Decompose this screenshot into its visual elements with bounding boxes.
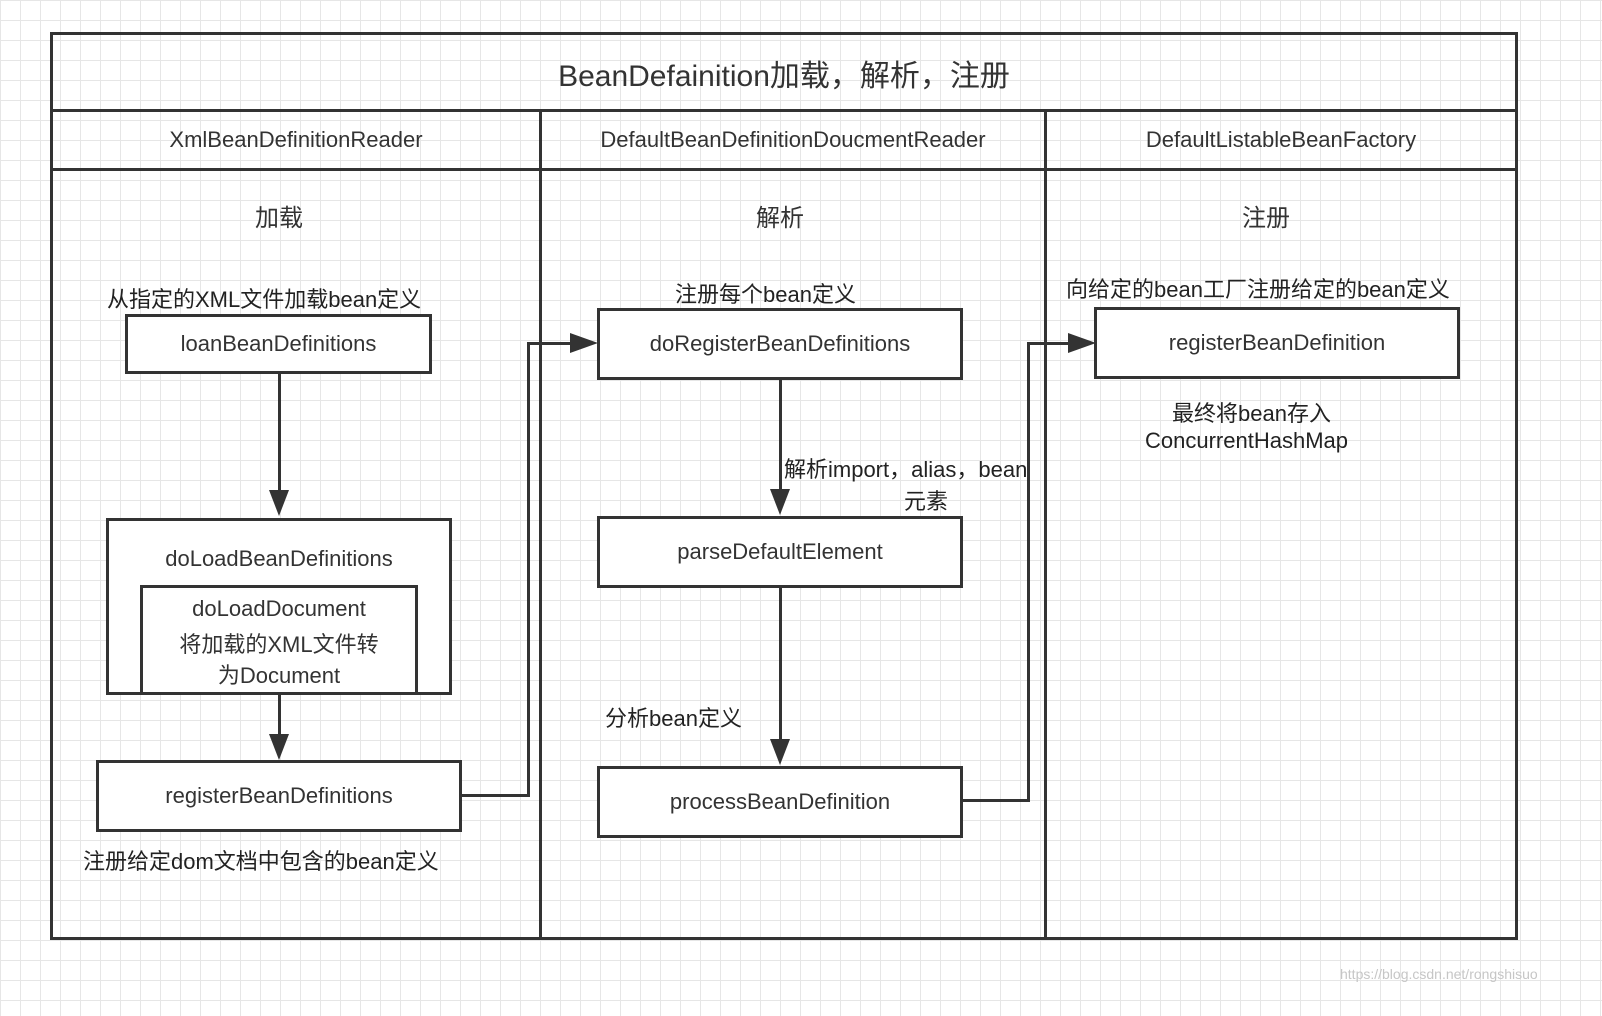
connector-c1-c2-bottom <box>462 794 530 797</box>
box-do-load-document-line-2: 将加载的XML文件转 <box>179 632 379 657</box>
column-divider-2 <box>1044 111 1047 939</box>
title-divider <box>50 109 1518 112</box>
box-register-bean-definition: registerBeanDefinition <box>1094 307 1460 379</box>
arrow-head-c1-c2 <box>570 333 598 353</box>
column-header-document-reader: DefaultBeanDefinitionDoucmentReader <box>600 127 986 152</box>
column-header-bean-factory: DefaultListableBeanFactory <box>1145 127 1417 152</box>
note-register-dom: 注册给定dom文档中包含的bean定义 <box>83 849 439 874</box>
lane-label-parse: 解析 <box>756 205 804 232</box>
box-do-load-document <box>140 585 418 695</box>
arrow-head-c2-c3 <box>1068 333 1096 353</box>
connector-c2-1 <box>779 380 782 490</box>
box-loan-bean-definitions: loanBeanDefinitions <box>125 314 432 374</box>
box-do-load-bean-definitions-title: doLoadBeanDefinitions <box>165 546 393 571</box>
header-divider <box>50 168 1518 171</box>
diagram-frame <box>50 32 1518 940</box>
lane-label-load: 加载 <box>255 205 303 232</box>
diagram-title: BeanDefainition加载，解析，注册 <box>558 60 1010 93</box>
box-do-load-document-line-1: doLoadDocument <box>192 596 366 621</box>
box-do-load-document-line-3: 为Document <box>217 663 341 688</box>
note-register-to-factory: 向给定的bean工厂注册给定的bean定义 <box>1066 277 1450 302</box>
note-register-each-bean: 注册每个bean定义 <box>675 282 856 307</box>
arrow-head-c2-1 <box>770 489 790 515</box>
note-parse-elements-line-2: 元素 <box>904 489 949 514</box>
arrow-head-c2-2 <box>770 739 790 765</box>
connector-c1-2 <box>278 695 281 735</box>
connector-c2-c3-vertical <box>1027 342 1030 802</box>
box-process-bean-definition: processBeanDefinition <box>597 766 963 838</box>
connector-c2-c3-bottom <box>963 799 1030 802</box>
column-header-xml-reader: XmlBeanDefinitionReader <box>169 127 423 152</box>
arrow-head-c1-2 <box>269 734 289 760</box>
box-register-bean-definitions: registerBeanDefinitions <box>96 760 462 832</box>
note-load-from-xml: 从指定的XML文件加载bean定义 <box>107 287 422 312</box>
box-do-register-bean-definitions: doRegisterBeanDefinitions <box>597 308 963 380</box>
note-analyze-bean: 分析bean定义 <box>605 706 742 731</box>
lane-label-register: 注册 <box>1242 205 1290 232</box>
connector-c1-1 <box>278 374 281 492</box>
connector-c2-2 <box>779 588 782 740</box>
note-parse-elements-line-1: 解析import，alias，bean <box>784 457 1028 482</box>
connector-c1-c2-top <box>527 342 571 345</box>
note-final-store-line-1: 最终将bean存入 <box>1172 401 1331 426</box>
note-final-store-line-2: ConcurrentHashMap <box>1145 428 1348 453</box>
arrow-head-c1-1 <box>269 490 289 516</box>
watermark-text: https://blog.csdn.net/rongshisuo <box>1340 966 1538 982</box>
connector-c2-c3-top <box>1027 342 1069 345</box>
box-parse-default-element: parseDefaultElement <box>597 516 963 588</box>
column-divider-1 <box>539 111 542 939</box>
connector-c1-c2-vertical <box>527 342 530 797</box>
